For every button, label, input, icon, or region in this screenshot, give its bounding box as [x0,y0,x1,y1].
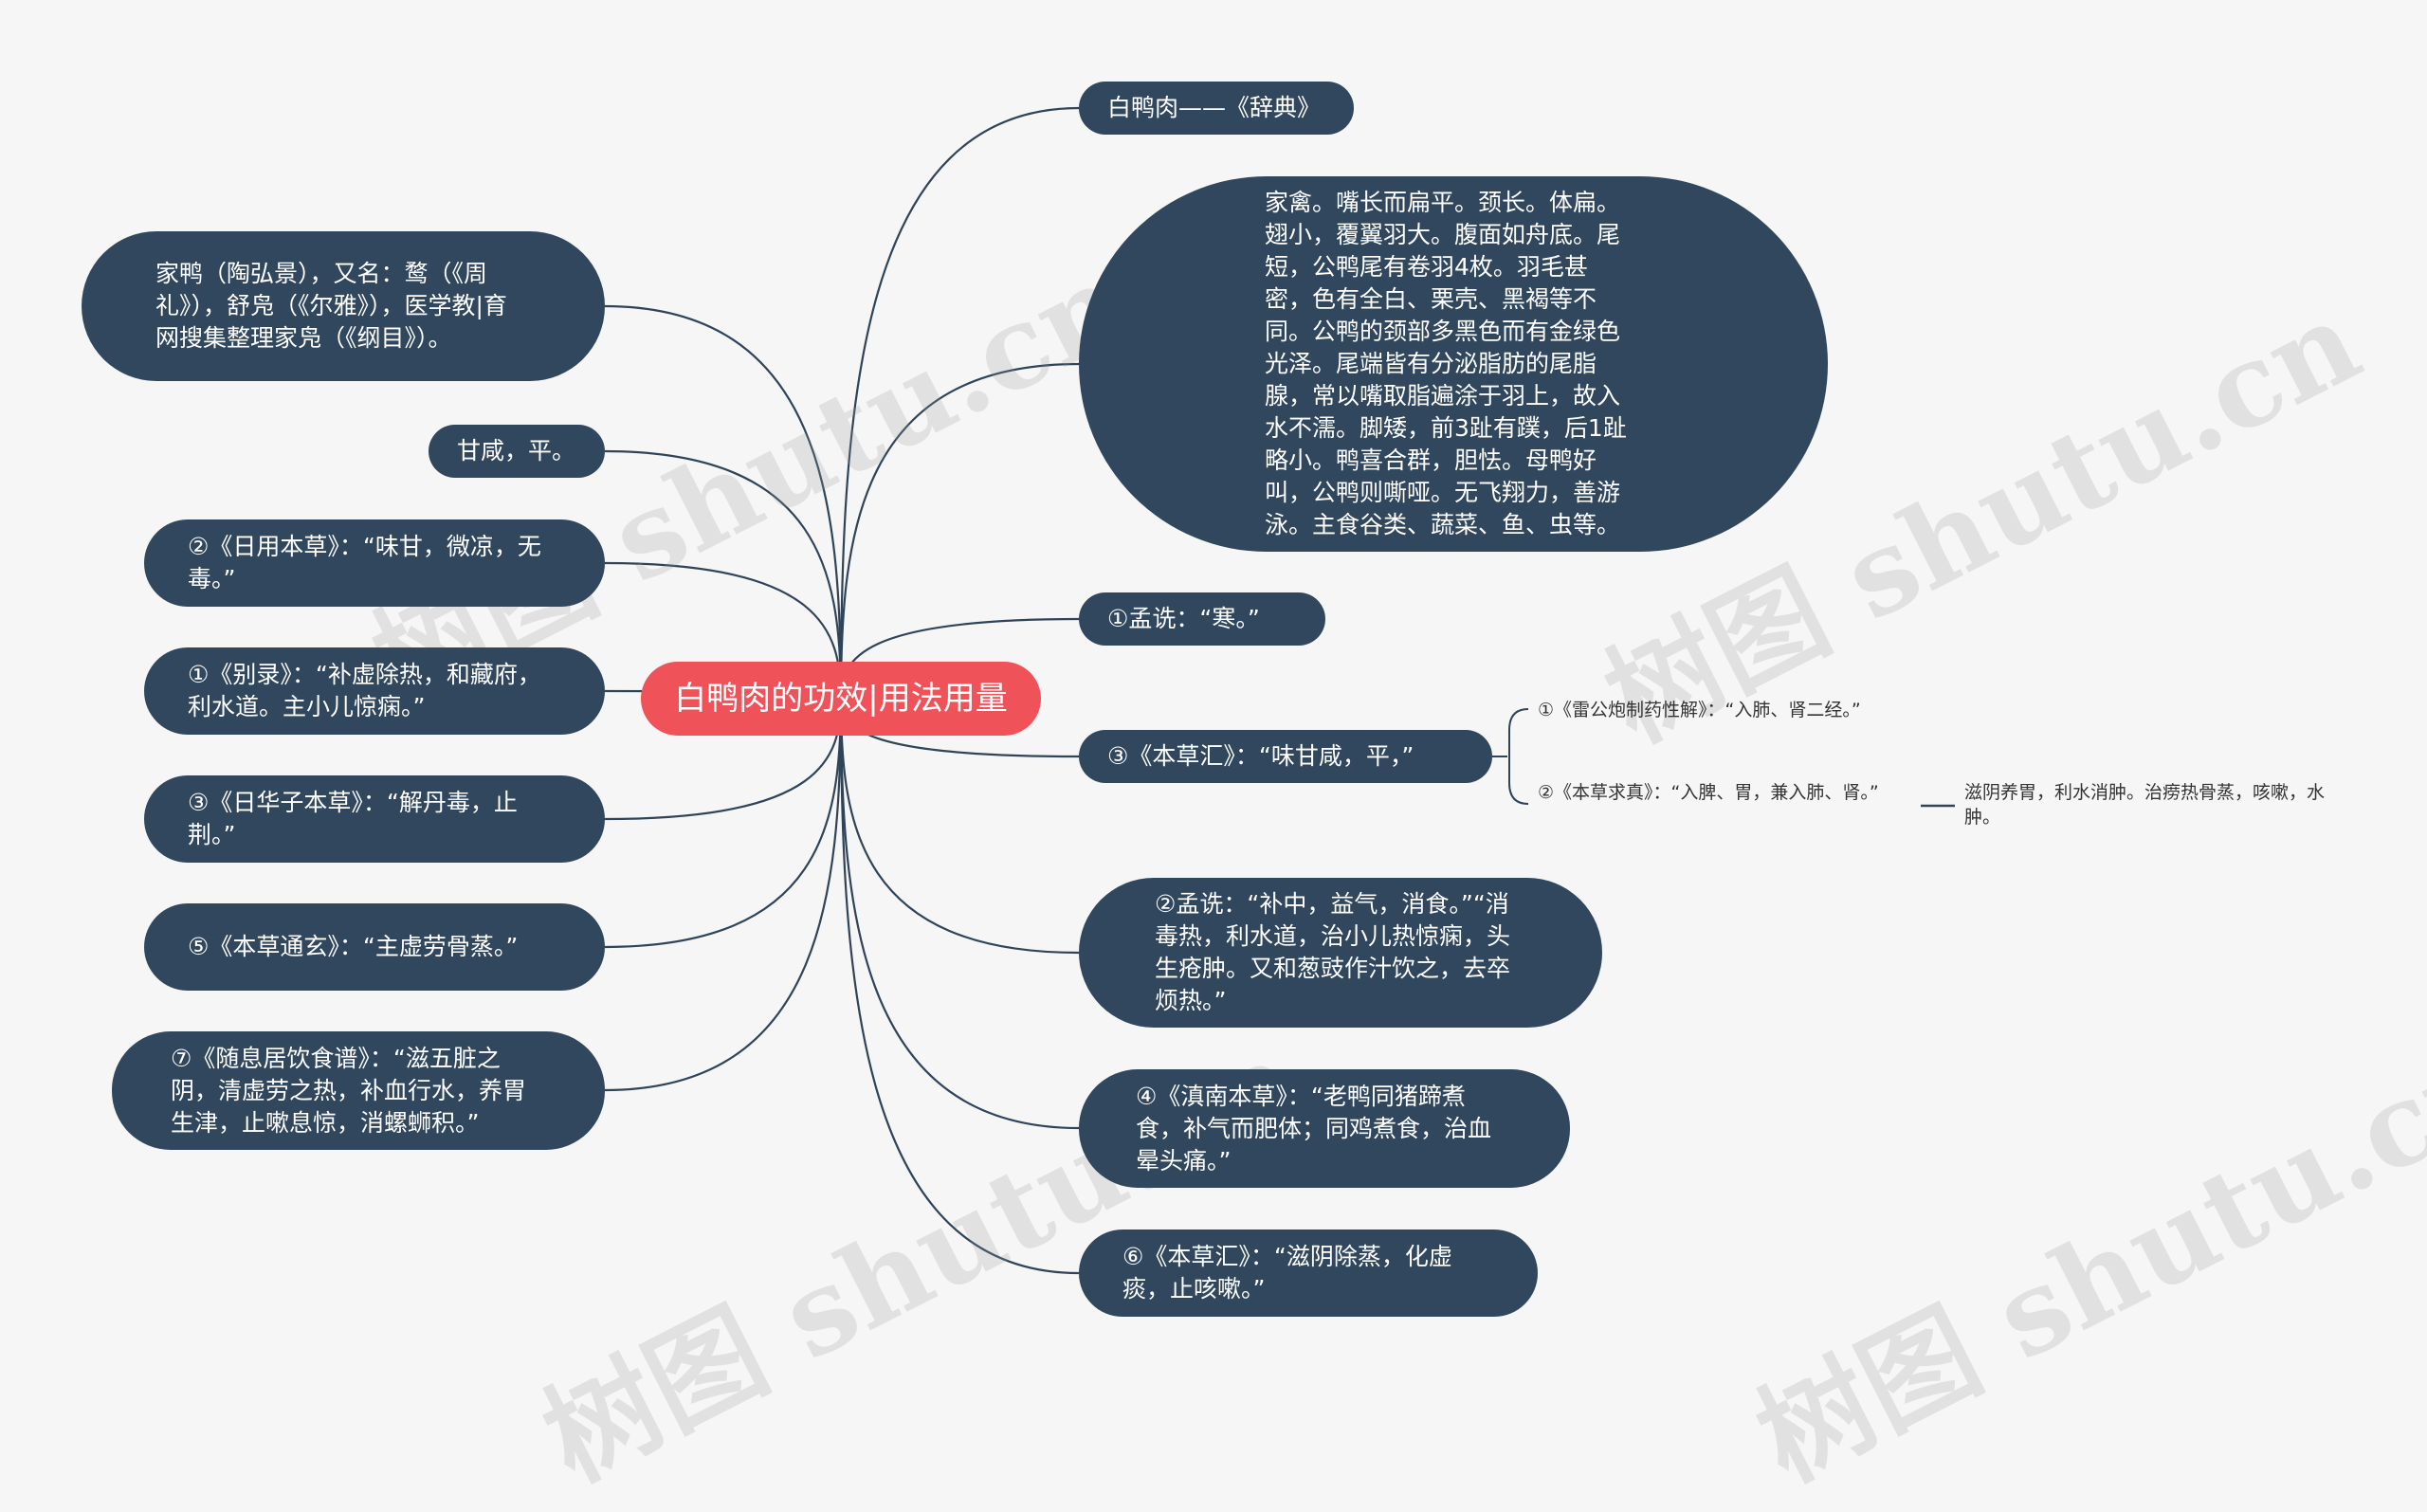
subtopic-qiuzhen[interactable]: ②《本草求真》：“入脾、胃，兼入肺、肾。” [1538,782,1879,803]
connector-left [604,449,843,700]
topic-label: ②《日用本草》：“味甘，微凉，无毒。” [188,533,541,592]
bracket [1508,708,1529,805]
connector-left [604,304,843,700]
subtopic-qiuzhen-detail[interactable]: 滋阴养胃，利水消肿。治痨热骨蒸，咳嗽，水肿。 [1964,782,2326,828]
topic-description[interactable]: 家禽。嘴长而扁平。颈长。体扁。翅小，覆翼羽大。腹面如舟底。尾短，公鸭尾有卷羽4枚… [1079,176,1828,552]
topic-label: 家禽。嘴长而扁平。颈长。体扁。翅小，覆翼羽大。腹面如舟底。尾短，公鸭尾有卷羽4枚… [1265,189,1627,538]
topic-mengshen-2[interactable]: ②孟诜：“补中，益气，消食。”“消毒热，利水道，治小儿热惊痫，头生疮肿。又和葱豉… [1079,878,1602,1028]
topic-label: ①《别录》：“补虚除热，和藏府，利水道。主小儿惊痫。” [188,661,541,720]
connector-left [604,698,843,949]
topic-suixiju[interactable]: ⑦《随息居饮食谱》：“滋五脏之阴，清虚劳之热，补血行水，养胃生津，止嗽息惊，消螺… [112,1031,605,1150]
topic-label: 白鸭肉——《辞典》 [1107,94,1322,121]
topic-label: ④《滇南本草》：“老鸭同猪蹄煮食，补气而肥体；同鸡煮食，治血晕头痛。” [1136,1082,1492,1175]
topic-label: ③《本草汇》：“味甘咸，平，” [1107,742,1414,770]
topic-cidian[interactable]: 白鸭肉——《辞典》 [1079,82,1354,135]
topic-riyong[interactable]: ②《日用本草》：“味甘，微凉，无毒。” [144,519,605,607]
topic-ganxian[interactable]: 甘咸，平。 [429,425,605,478]
topic-label: ③《日华子本草》：“解丹毒，止荆。” [188,789,518,848]
topic-label: 甘咸，平。 [457,437,576,465]
topic-tongxuan[interactable]: ⑤《本草通玄》：“主虚劳骨蒸。” [144,903,605,991]
topic-label: ⑥《本草汇》：“滋阴除蒸，化虚痰，止咳嗽。” [1122,1243,1452,1303]
topic-label: ②孟诜：“补中，益气，消食。”“消毒热，利水道，治小儿热惊痫，头生疮肿。又和葱豉… [1155,890,1511,1014]
topic-bencaohui-6[interactable]: ⑥《本草汇》：“滋阴除蒸，化虚痰，止咳嗽。” [1079,1230,1538,1317]
topic-label: 家鸭（陶弘景），又名：鹜（《周礼》），舒凫（《尔雅》），医学教|育网搜集整理家凫… [155,260,507,352]
topic-diannan[interactable]: ④《滇南本草》：“老鸭同猪蹄煮食，补气而肥体；同鸡煮食，治血晕头痛。” [1079,1069,1570,1188]
root-topic-label: 白鸭肉的功效|用法用量 [674,680,1008,718]
topic-jiaya[interactable]: 家鸭（陶弘景），又名：鹜（《周礼》），舒凫（《尔雅》），医学教|育网搜集整理家凫… [82,231,605,381]
topic-label: ①孟诜：“寒。” [1107,605,1260,632]
connector-right [839,698,1080,1130]
topic-label: ⑤《本草通玄》：“主虚劳骨蒸。” [188,933,519,960]
connector-right [839,698,1080,1275]
topic-bencaohui-3[interactable]: ③《本草汇》：“味甘咸，平，” [1079,730,1492,783]
root-topic[interactable]: 白鸭肉的功效|用法用量 [641,662,1041,736]
connector-right [839,106,1080,700]
topic-rihuazi[interactable]: ③《日华子本草》：“解丹毒，止荆。” [144,775,605,863]
topic-label: ⑦《随息居饮食谱》：“滋五脏之阴，清虚劳之热，补血行水，养胃生津，止嗽息惊，消螺… [171,1044,527,1137]
subtopic-leigong[interactable]: ①《雷公炮制药性解》：“入肺、肾二经。” [1538,700,1861,720]
topic-bielu[interactable]: ①《别录》：“补虚除热，和藏府，利水道。主小儿惊痫。” [144,647,605,735]
topic-mengshen-1[interactable]: ①孟诜：“寒。” [1079,592,1325,646]
connector-right [839,362,1080,700]
connector-right [839,698,1080,955]
connector-left [604,698,843,1092]
mindmap-canvas: 树图 shutu.cn 树图 shutu.cn 树图 shutu.cn 树图 s… [82,82,2427,1507]
